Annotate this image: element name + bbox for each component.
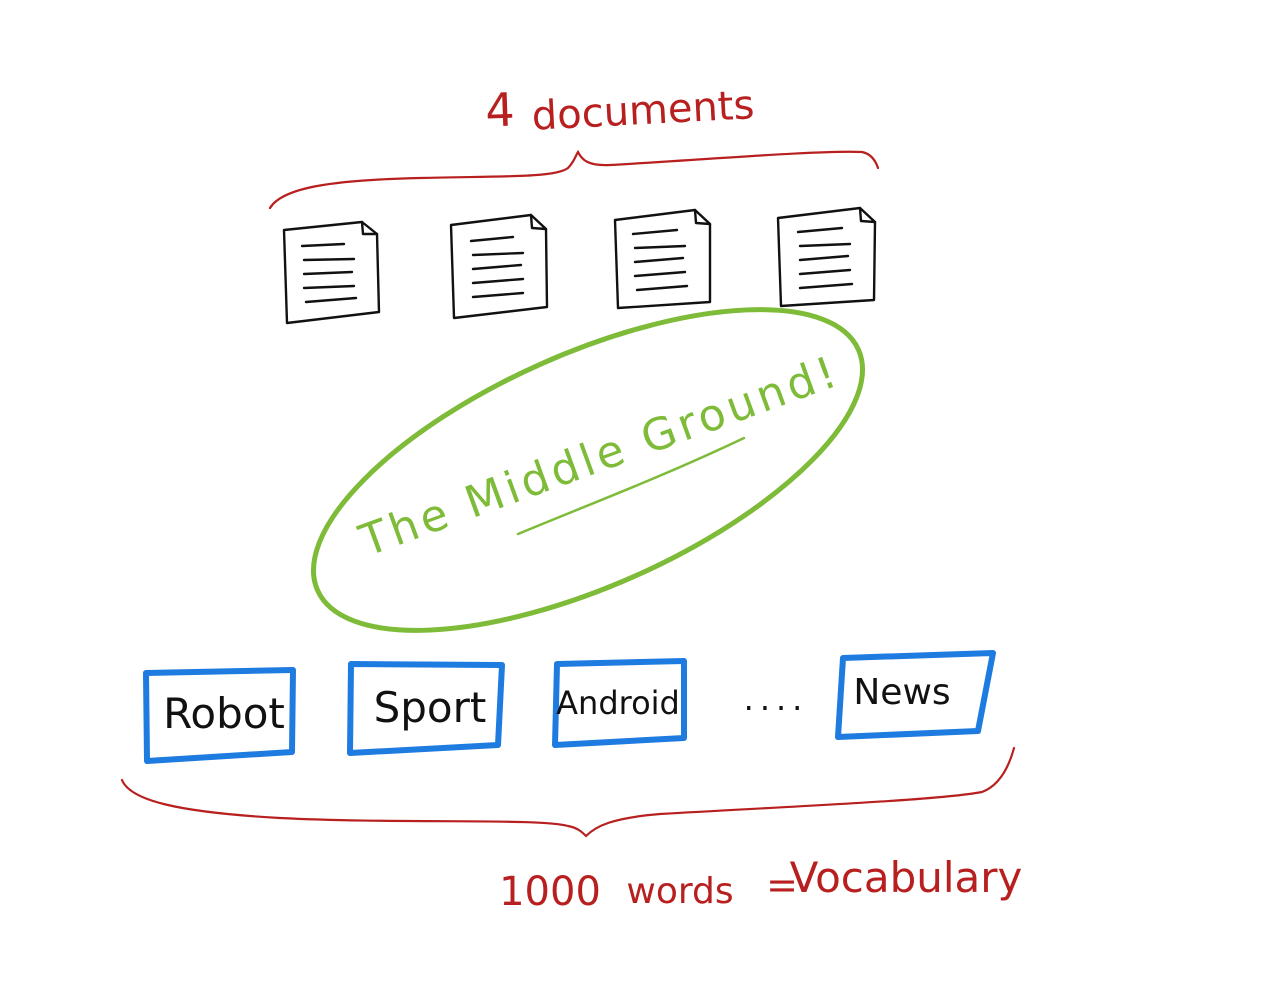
top-label: 4 documents — [484, 82, 755, 140]
documents-row — [282, 206, 877, 325]
word-label: News — [853, 672, 950, 713]
word-label: Robot — [163, 689, 285, 738]
top-label-count: 4 — [484, 83, 515, 138]
bottom-label-term: Vocabulary — [790, 853, 1023, 902]
middle-ground-label: The Middle Ground! — [352, 346, 846, 568]
word-box-android: Android — [552, 658, 687, 748]
word-box-robot: Robot — [143, 667, 296, 764]
document-icon — [776, 206, 877, 308]
top-brace — [268, 149, 880, 210]
word-box-news: News — [835, 650, 996, 740]
document-icon — [613, 208, 712, 310]
bottom-label-count: 1000 — [499, 869, 601, 915]
bottom-label: 1000 words = Vocabulary — [499, 853, 1022, 915]
middle-ground-ellipse — [311, 307, 865, 633]
bottom-label-word: words — [626, 871, 733, 912]
word-box-sport: Sport — [347, 661, 505, 756]
word-label: Sport — [374, 683, 487, 732]
document-icon — [282, 220, 381, 325]
top-label-word: documents — [531, 82, 756, 140]
middle-ground: The Middle Ground! — [311, 307, 865, 633]
word-boxes: Robot Sport Android .... News — [143, 650, 996, 764]
word-label: Android — [556, 684, 680, 722]
ellipsis: .... — [744, 680, 809, 718]
middle-ground-underline — [516, 436, 746, 536]
bottom-brace — [120, 746, 1016, 838]
document-icon — [449, 213, 549, 320]
bottom-label-equals: = — [766, 863, 798, 907]
